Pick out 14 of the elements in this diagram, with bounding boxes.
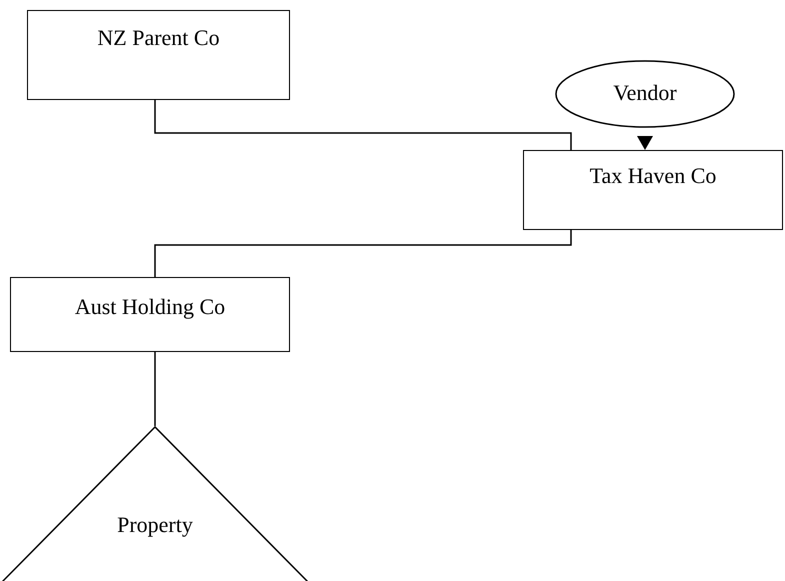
entity-label: Aust Holding Co — [74, 294, 226, 320]
entity-box — [523, 150, 783, 230]
entity-label: NZ Parent Co — [96, 25, 221, 51]
entity-label: Vendor — [612, 80, 678, 106]
entity-label: Tax Haven Co — [588, 163, 718, 189]
entity-box — [27, 10, 290, 100]
connector-line — [154, 352, 156, 426]
entity-box — [10, 277, 290, 352]
connector-line — [154, 100, 572, 150]
arrowhead — [637, 136, 653, 150]
property-triangle — [0, 426, 310, 581]
entity-label: Property — [116, 512, 194, 538]
connector-line — [154, 230, 572, 277]
vendor-ellipse — [555, 60, 735, 128]
